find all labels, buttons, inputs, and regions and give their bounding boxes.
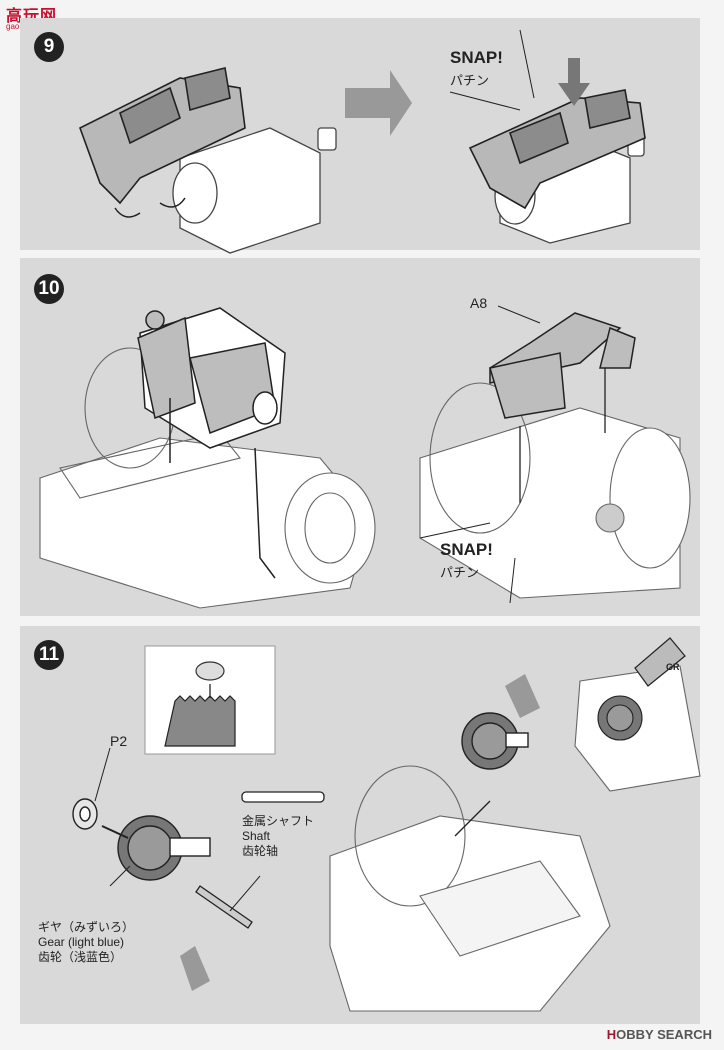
gear-guide (454, 800, 491, 837)
swing-arrow (114, 207, 141, 218)
brand-name: OBBY SEARCH (616, 1027, 712, 1042)
p2-bushing (72, 798, 98, 830)
snap-text-jp: パチン (450, 73, 490, 88)
gear-label-cn: 齿轮（浅蓝色） (38, 950, 123, 964)
snap-line (449, 91, 521, 111)
insert-arrow-2 (254, 447, 276, 579)
chassis-drawing-left (39, 347, 376, 609)
push-arrow (558, 58, 590, 106)
part-a8 (489, 312, 636, 419)
chassis-drawing-gear (329, 765, 611, 1012)
snap-text: SNAP! (440, 540, 493, 559)
direction-arrow (345, 70, 412, 136)
snap-text: SNAP! (450, 48, 503, 67)
gear-leader (109, 865, 131, 887)
gear-light-blue (117, 815, 211, 881)
gear-mounted (461, 712, 529, 770)
glue-detail (574, 665, 701, 792)
motor-drawing-left (172, 127, 337, 254)
grease-tube (180, 946, 210, 991)
shaft-label: 金属シャフト Shaft 齿轮轴 (242, 814, 314, 859)
step-11-panel: 11 (20, 626, 701, 1024)
snap-line (419, 522, 491, 539)
snap-text-jp: パチン (440, 565, 480, 580)
a8-leader-line (497, 305, 541, 324)
grease-tube-2 (505, 674, 540, 718)
swing-arrow-2 (159, 197, 186, 208)
gear-detail-inset (144, 645, 276, 755)
step-10-panel: 10 (20, 258, 700, 616)
metal-shaft (195, 791, 325, 929)
shaft-label-en: Shaft (242, 829, 271, 843)
glue-label: GR (666, 662, 680, 672)
motor-clip-left (79, 67, 246, 205)
part-a8-label: A8 (470, 295, 488, 311)
step-10-number: 10 (34, 274, 64, 304)
step-9-number: 9 (34, 32, 64, 62)
chassis-drawing-right (419, 382, 691, 599)
brand-mark: H (606, 1027, 617, 1042)
step-11-number: 11 (34, 640, 64, 670)
p2-label: P2 (110, 733, 128, 749)
step-11-illustration (72, 637, 701, 1012)
step-10-illustration (39, 305, 691, 609)
p2-leader (94, 747, 111, 802)
motor-clip-right (468, 89, 646, 210)
gear-label: ギヤ（みずいろ） Gear (light blue) 齿轮（浅蓝色） (38, 920, 134, 965)
snap-line-2 (509, 557, 516, 604)
gear-label-en: Gear (light blue) (38, 935, 125, 949)
shaft-label-cn: 齿轮轴 (242, 844, 279, 858)
snap-line-2 (519, 29, 535, 99)
shaft-label-jp: 金属シャフト (242, 814, 315, 828)
assembly-arrow (101, 825, 129, 839)
glue-bottle (634, 637, 686, 687)
hobby-search-footer: HOBBY SEARCH (607, 1027, 712, 1042)
shaft-leader (229, 875, 261, 912)
motor-assembly (137, 307, 286, 449)
gear-label-jp: ギヤ（みずいろ） (38, 920, 135, 934)
step-9-illustration (79, 29, 646, 254)
step-9-panel: 9 (20, 18, 700, 254)
